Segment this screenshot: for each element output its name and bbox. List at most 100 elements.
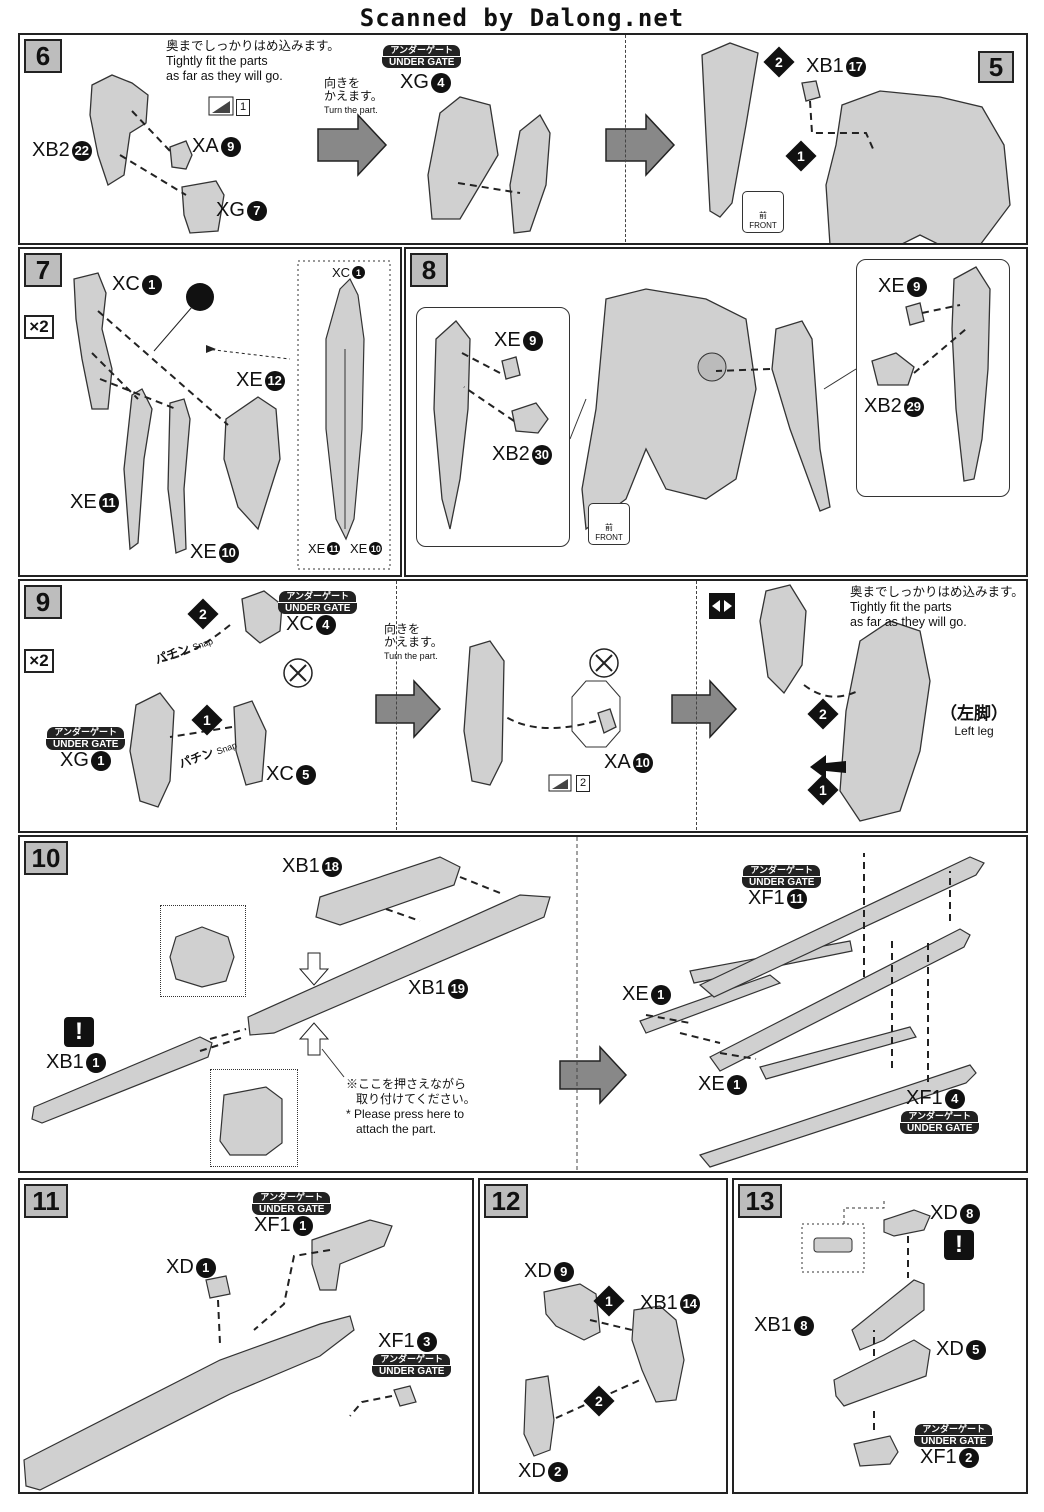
part-code: XE	[190, 541, 217, 563]
left-leg-en: Left leg	[954, 724, 994, 738]
part-code: XE	[494, 329, 521, 351]
part-number: 9	[553, 1261, 574, 1282]
part-number: 1	[85, 1052, 106, 1073]
part-code: XF1	[906, 1087, 943, 1109]
front-jp: 前	[605, 523, 613, 532]
turn-part-note: 向きを かえます。 Turn the part.	[324, 77, 383, 118]
part-code: XD	[930, 1202, 958, 1224]
ref-sheet-number: 1	[236, 99, 251, 116]
quantity-badge: ×2	[24, 649, 54, 673]
step-11-parts-illustration	[23, 1219, 417, 1491]
under-gate-badge: アンダーゲート UNDER GATE	[914, 1424, 994, 1447]
part-code: XB2	[864, 395, 902, 417]
under-gate-en: UNDER GATE	[46, 738, 126, 750]
part-code: XD	[524, 1260, 552, 1282]
part-code: XE	[622, 983, 649, 1005]
under-gate-badge: アンダーゲート UNDER GATE	[900, 1111, 980, 1134]
turn-en: Turn the part.	[324, 105, 378, 115]
part-number: 12	[264, 370, 285, 391]
step-8-parts-illustration	[433, 266, 991, 531]
step-divider	[396, 581, 397, 831]
under-gate-badge: アンダーゲート UNDER GATE	[382, 45, 462, 68]
step-number: 6	[24, 39, 62, 73]
part-code: XD	[518, 1460, 546, 1482]
sequence-number: 2	[819, 705, 827, 722]
part-code: XF1	[920, 1446, 957, 1468]
part-number: 14	[679, 1293, 700, 1314]
part-code: XC	[332, 265, 351, 280]
turn-jp: 向きを かえます。	[324, 76, 383, 103]
step-7-parts-illustration	[73, 260, 391, 570]
part-number: 10	[632, 752, 653, 773]
fit-instruction-jp: 奥までしっかりはめ込みます。	[850, 585, 1024, 599]
under-gate-en: UNDER GATE	[914, 1435, 994, 1447]
part-number: 18	[321, 856, 342, 877]
part-code: XE	[308, 541, 326, 556]
part-number: 5	[965, 1339, 986, 1360]
part-number: 1	[352, 266, 366, 279]
part-number: 2	[547, 1461, 568, 1482]
step-number: 7	[24, 253, 62, 287]
part-number: 9	[906, 276, 927, 297]
part-code: XB1	[408, 977, 446, 999]
part-code: XE	[236, 369, 263, 391]
part-number: 4	[430, 72, 451, 93]
press-note: ※ここを押さえながら 取り付けてください。 * Please press her…	[346, 1077, 476, 1137]
under-gate-jp: アンダーゲート	[915, 1424, 992, 1435]
part-number: 17	[845, 56, 866, 77]
front-en: FRONT	[749, 221, 777, 230]
under-gate-en: UNDER GATE	[252, 1203, 332, 1215]
step-6-parts-illustration	[89, 42, 1011, 243]
part-number: 4	[315, 614, 336, 635]
part-code: XA	[192, 135, 219, 157]
part-code: XE	[70, 491, 97, 513]
under-gate-jp: アンダーゲート	[373, 1354, 450, 1365]
under-gate-en: UNDER GATE	[372, 1365, 452, 1377]
under-gate-jp: アンダーゲート	[47, 727, 124, 738]
part-code: XA	[604, 751, 631, 773]
part-code: XB2	[32, 139, 70, 161]
step-10-parts-illustration	[31, 837, 985, 1171]
part-code: XD	[166, 1256, 194, 1278]
caution-icon: !	[64, 1017, 94, 1047]
under-gate-en: UNDER GATE	[382, 56, 462, 68]
front-en: FRONT	[595, 533, 623, 542]
sequence-number: 1	[797, 147, 805, 164]
step-13-parts-illustration	[801, 1200, 931, 1467]
under-gate-en: UNDER GATE	[900, 1122, 980, 1134]
fit-instruction-en-2: as far as they will go.	[166, 69, 283, 83]
part-number: 19	[447, 978, 468, 999]
part-number: 11	[786, 888, 807, 909]
fit-instruction-en-2: as far as they will go.	[850, 615, 967, 629]
under-gate-badge: アンダーゲート UNDER GATE	[372, 1354, 452, 1377]
step-number: 13	[738, 1184, 782, 1218]
part-code: XE	[698, 1073, 725, 1095]
part-number: 11	[327, 542, 341, 555]
part-number: 3	[416, 1331, 437, 1352]
part-code: XB1	[640, 1292, 678, 1314]
part-number: 1	[90, 750, 111, 771]
under-gate-badge: アンダーゲート UNDER GATE	[278, 591, 358, 614]
